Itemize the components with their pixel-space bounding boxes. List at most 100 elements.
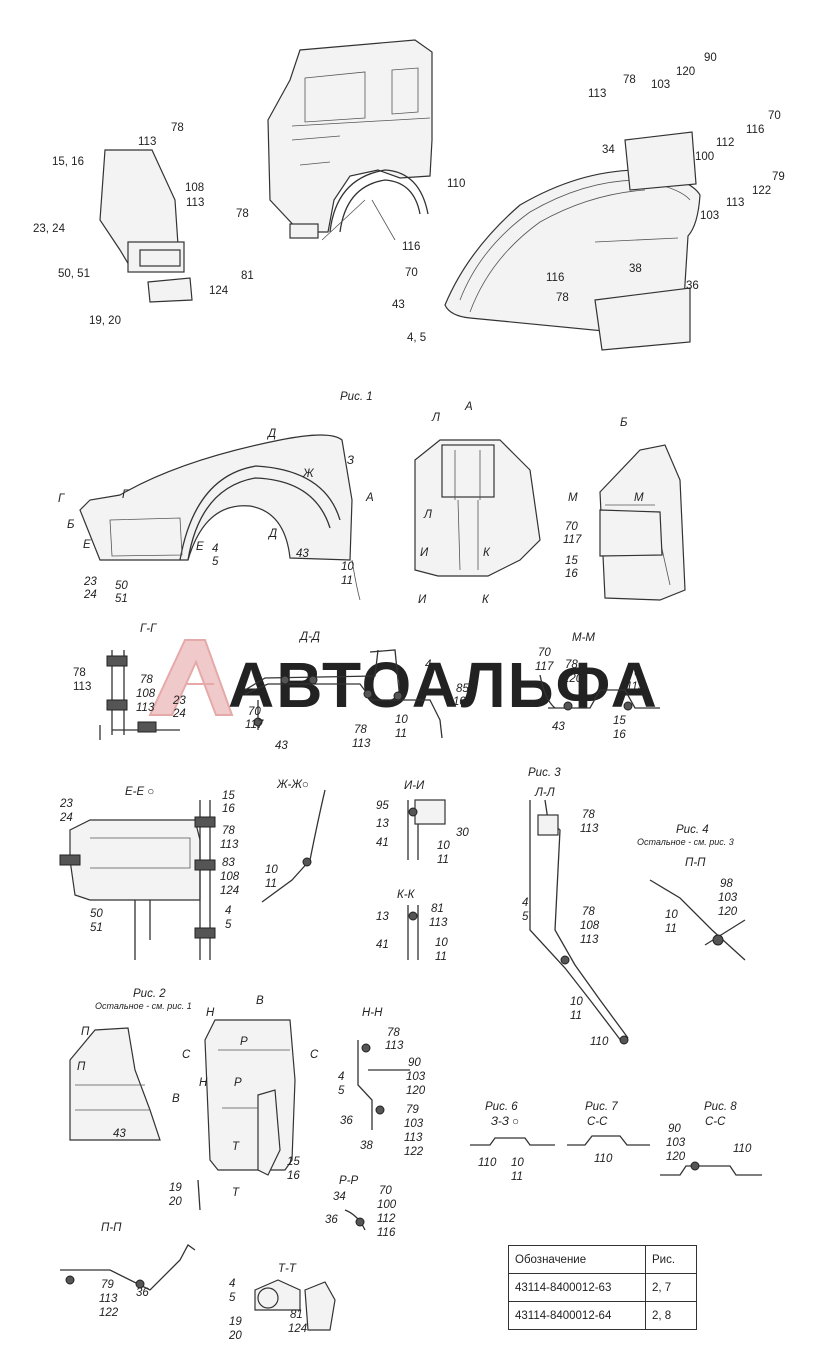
section-ss-title: С-С	[587, 1116, 608, 1128]
label: 95	[376, 800, 389, 812]
section-pp2-drawing	[60, 1244, 196, 1291]
callouts-fig2: П П В 43	[77, 1026, 180, 1140]
label: 120	[718, 906, 738, 918]
section-nn-drawing	[357, 1040, 410, 1130]
label: З	[347, 455, 354, 467]
section-zz-title: З-З ○	[491, 1116, 519, 1128]
label: П	[77, 1061, 86, 1073]
label: С	[310, 1049, 319, 1061]
label: Г	[122, 489, 129, 501]
section-mm-title: М-М	[572, 632, 595, 644]
label: 5	[229, 1292, 236, 1304]
label: 51	[115, 593, 128, 605]
watermark-logo-icon	[148, 639, 234, 716]
label: 4	[225, 905, 231, 917]
captions: Рис. 1 А Б Г-Г Д-Д М-М Е-Е ○ Ж-Ж○ И-И Ри…	[95, 391, 737, 1275]
label: 15	[613, 715, 626, 727]
label: 43	[113, 1128, 126, 1140]
callouts-sec-nn: 78 113 90 103 120 4 5 36 79 103 113 122 …	[338, 1027, 426, 1158]
label: Е	[83, 539, 91, 551]
label: 10	[395, 714, 408, 726]
section-tt-title: Т-Т	[278, 1263, 297, 1275]
callouts-sec-rr: 34 70 100 112 116 36	[325, 1185, 397, 1239]
label: 103	[700, 210, 719, 222]
label: Т	[232, 1141, 240, 1153]
label: 43	[552, 721, 565, 733]
section-pp1-drawing	[649, 879, 746, 961]
label: С	[182, 1049, 191, 1061]
label: Н	[199, 1077, 208, 1089]
label: 20	[228, 1330, 242, 1342]
callouts-sec-dd: 4 5 70 117 43 78 113 10 11 85 106	[245, 659, 473, 752]
label: А	[365, 492, 374, 504]
label: 78	[354, 724, 367, 736]
watermark: АВТОАЛЬФА	[148, 639, 657, 721]
label: 110	[478, 1157, 497, 1169]
label: 43	[296, 548, 309, 560]
label: 79	[101, 1279, 114, 1291]
label: К	[482, 594, 490, 606]
label: Р	[240, 1036, 248, 1048]
label: 122	[404, 1146, 424, 1158]
section-rr-title: Р-Р	[339, 1175, 359, 1187]
label: 70	[538, 647, 551, 659]
label: 78	[582, 809, 595, 821]
callouts-view-a: Л Л И К И К	[418, 412, 491, 606]
table-cell: 2, 7	[645, 1273, 697, 1302]
label: 4	[338, 1071, 344, 1083]
label: 113	[73, 681, 91, 693]
label: К	[483, 547, 491, 559]
label: 113	[626, 681, 645, 693]
label: 24	[59, 812, 73, 824]
section-tt-drawing	[254, 1279, 336, 1331]
label: 11	[341, 575, 353, 587]
label: 5	[338, 1085, 345, 1097]
label: 10	[570, 996, 583, 1008]
label: 110	[590, 1036, 609, 1048]
label: 103	[404, 1118, 424, 1130]
label: 110	[594, 1153, 613, 1165]
label: 113	[220, 839, 239, 851]
section-ss2-title: С-С	[705, 1116, 726, 1128]
label: 15	[565, 555, 578, 567]
label: 78	[236, 208, 249, 220]
label: 36	[325, 1214, 338, 1226]
section-gg-drawing	[99, 650, 180, 740]
label: 116	[402, 241, 420, 253]
fig1-drawing	[79, 434, 361, 601]
label: 108	[136, 688, 156, 700]
label: 116	[746, 124, 764, 136]
label: 83	[222, 857, 235, 869]
label: 78	[565, 659, 578, 671]
label: Б	[67, 519, 75, 531]
fig6-8-drawing	[470, 1135, 762, 1176]
section-nn-title: Н-Н	[362, 1007, 383, 1019]
label: 108	[185, 182, 204, 194]
label: 81	[431, 903, 444, 915]
label: 34	[602, 144, 615, 156]
label: 4	[212, 543, 218, 555]
label: И	[420, 547, 429, 559]
label: И	[418, 594, 427, 606]
label: 38	[360, 1140, 373, 1152]
section-dd-title: Д-Д	[298, 631, 320, 643]
label: 13	[376, 818, 389, 830]
label: 23	[83, 576, 97, 588]
table-header-row: Обозначение Рис.	[508, 1245, 697, 1274]
label: 5	[212, 556, 219, 568]
callouts-sec-zhzh: 10 11	[265, 864, 278, 890]
table-cell: 43114-8400012-64	[508, 1301, 646, 1330]
label: 78	[140, 674, 153, 686]
fig2-note: Остальное - см. рис. 1	[95, 1001, 192, 1011]
label: 4	[229, 1278, 235, 1290]
label: 50, 51	[58, 268, 90, 280]
section-gg-title: Г-Г	[140, 623, 157, 635]
label: 4, 5	[407, 332, 426, 344]
label: Т	[232, 1187, 240, 1199]
view-v-title: В	[256, 995, 264, 1007]
label: 81	[241, 270, 254, 282]
section-rr-drawing	[344, 1209, 366, 1231]
label: 108	[580, 920, 600, 932]
label: П	[81, 1026, 90, 1038]
